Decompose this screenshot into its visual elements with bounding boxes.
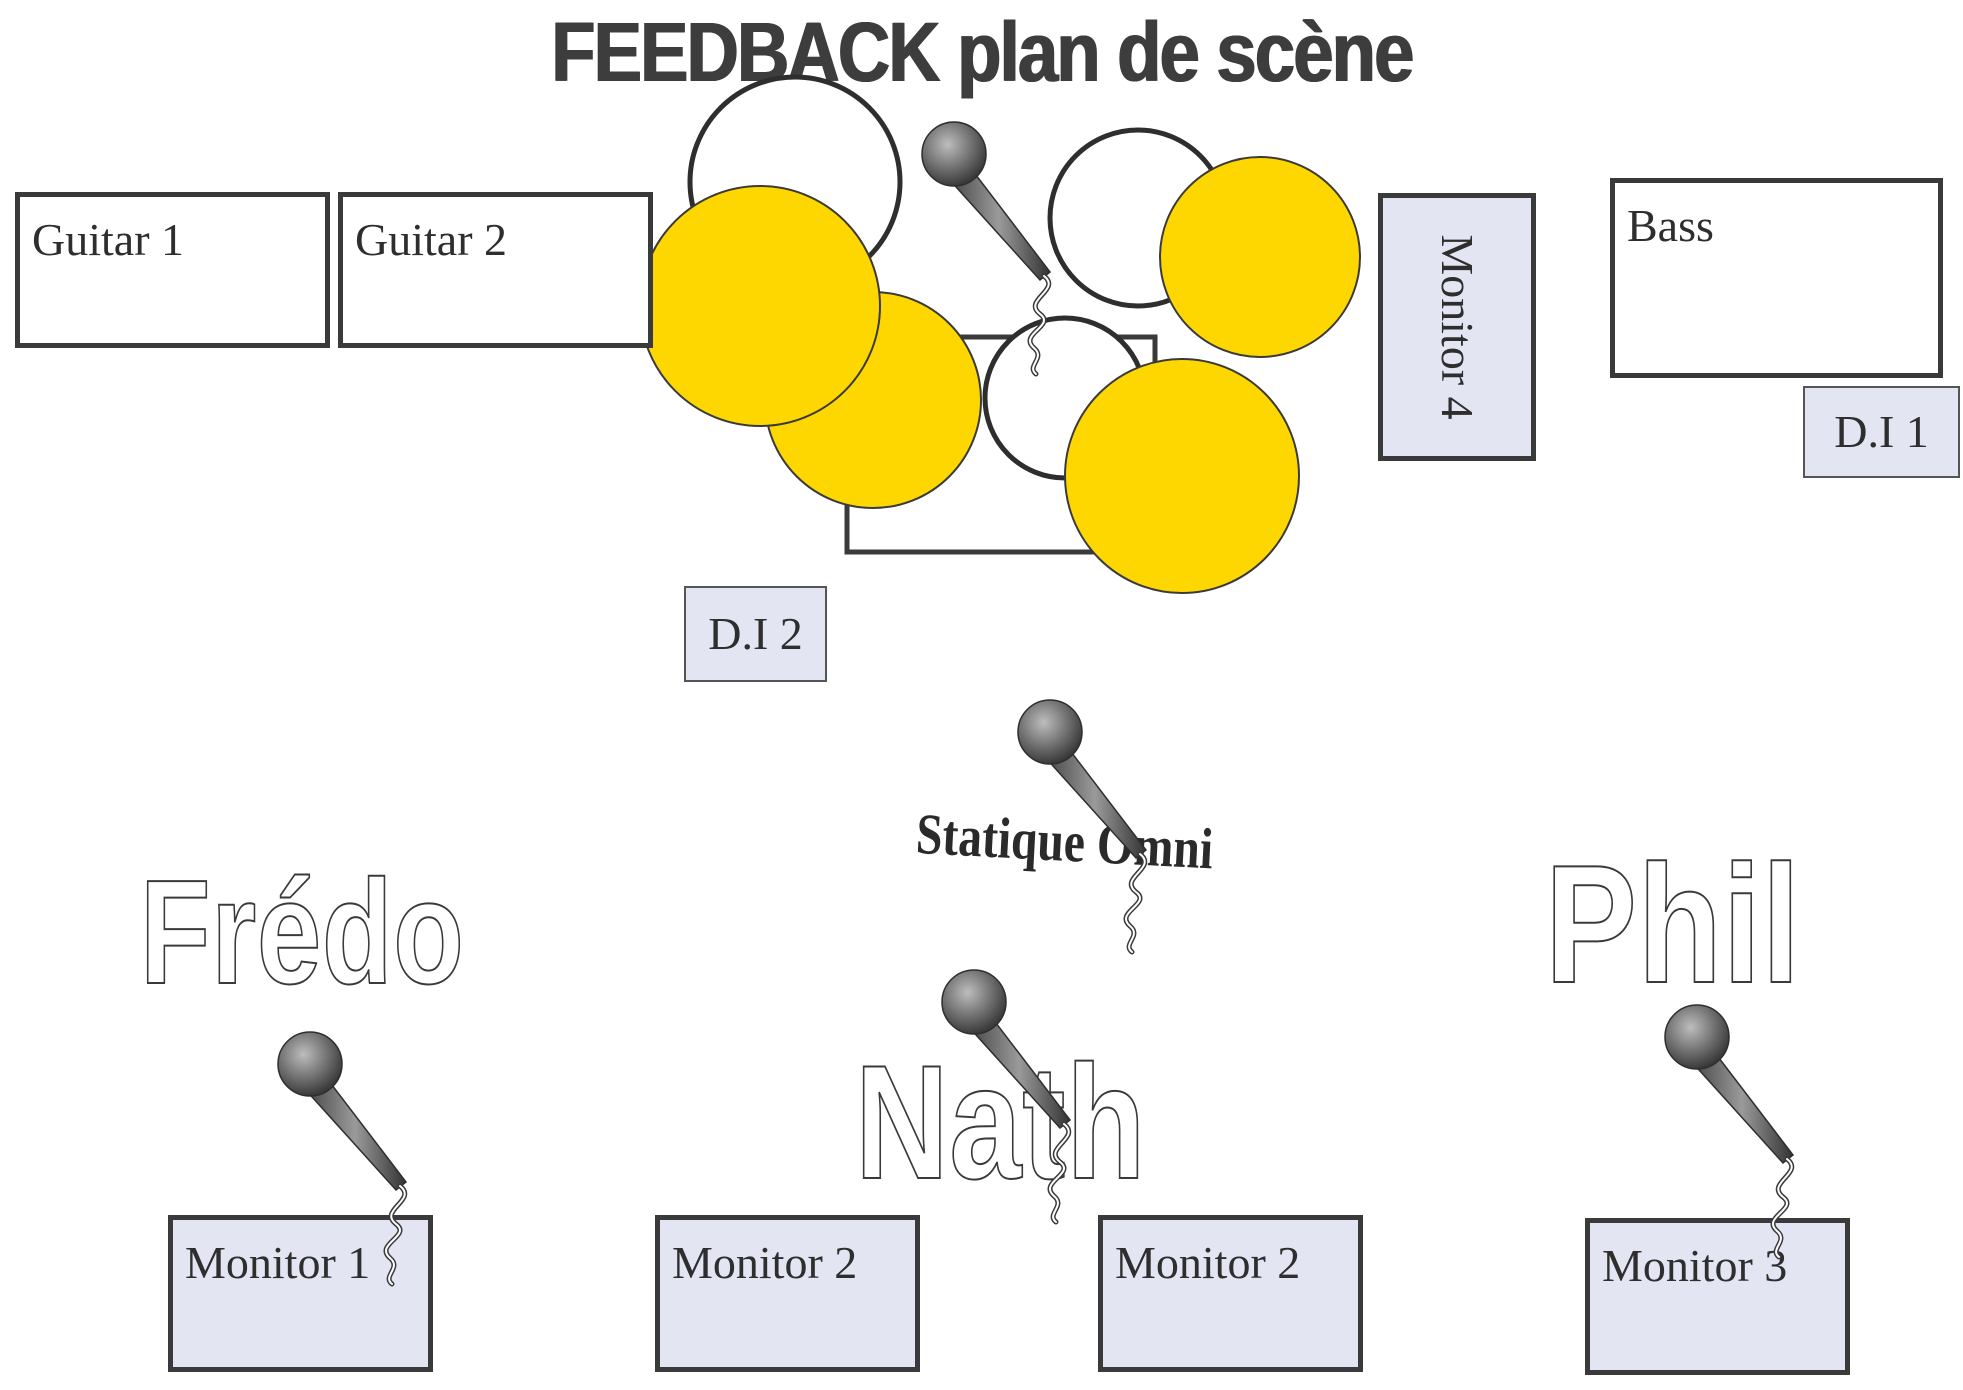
guitar-2-label: Guitar 2	[355, 214, 508, 265]
microphone-icon-nath	[942, 970, 1070, 1222]
di-2-box: D.I 2	[684, 586, 827, 682]
cymbal-hihat	[1064, 358, 1300, 594]
monitor-1-label: Monitor 1	[185, 1237, 371, 1288]
monitor-2-right: Monitor 2	[1098, 1215, 1363, 1372]
guitar-2-amp: Guitar 2	[338, 192, 653, 348]
microphone-icon-drums	[922, 122, 1050, 374]
monitor-2-right-label: Monitor 2	[1115, 1237, 1301, 1288]
monitor-2-left-label: Monitor 2	[672, 1237, 858, 1288]
musician-fredo: Frédo	[139, 849, 465, 1016]
bass-label: Bass	[1627, 200, 1714, 251]
monitor-2-left: Monitor 2	[655, 1215, 920, 1372]
musician-phil: Phil	[1544, 829, 1801, 1019]
monitor-4: Monitor 4	[1378, 193, 1536, 461]
microphone-icon-static-omni	[1018, 700, 1146, 952]
cymbal-crash-right	[1159, 156, 1361, 358]
di-1-box: D.I 1	[1803, 386, 1960, 478]
guitar-1-amp: Guitar 1	[15, 192, 330, 348]
page-title: FEEDBACK plan de scène	[551, 5, 1414, 99]
monitor-3: Monitor 3	[1585, 1218, 1850, 1375]
guitar-1-label: Guitar 1	[32, 214, 185, 265]
bass-amp: Bass	[1610, 178, 1943, 378]
monitor-3-label: Monitor 3	[1602, 1240, 1788, 1291]
microphone-icon-phil	[1665, 1005, 1793, 1257]
microphone-icon-fredo	[278, 1032, 406, 1284]
